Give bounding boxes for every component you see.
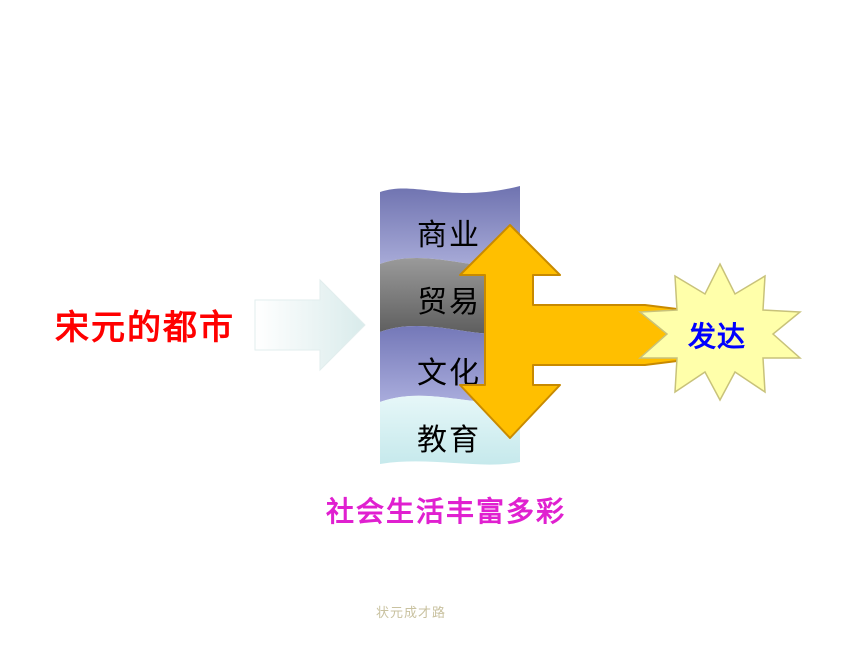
orange-arrow-icon <box>459 224 686 439</box>
summary-subtitle: 社会生活丰富多彩 <box>326 495 567 528</box>
topic-title: 宋元的都市 <box>55 308 235 348</box>
flow-arrow <box>254 278 366 372</box>
cross-arrow-shape <box>459 224 686 439</box>
result-label: 发达 <box>688 320 747 353</box>
tier-label-commerce: 商业 <box>417 218 481 253</box>
tier-label-education: 教育 <box>417 423 481 458</box>
footer-watermark: 状元成才路 <box>376 606 447 621</box>
tier-label-trade: 贸易 <box>417 285 481 320</box>
tier-block-commerce <box>380 186 520 266</box>
starburst-icon <box>638 262 802 402</box>
